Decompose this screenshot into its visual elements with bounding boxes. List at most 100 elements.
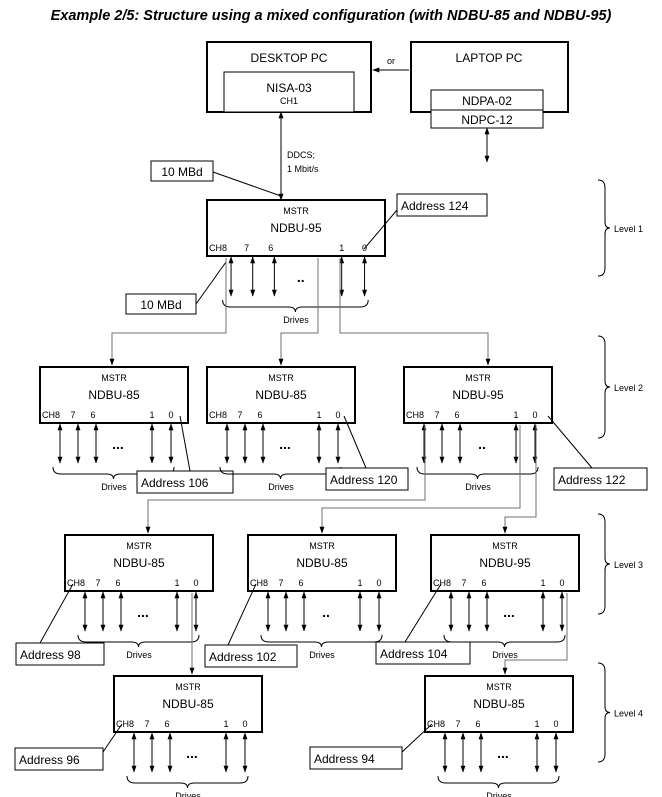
unit-u1-box xyxy=(206,199,386,257)
unit-u2c-ch6-label: 6 xyxy=(454,410,459,420)
unit-u2c-address-leader xyxy=(547,415,593,469)
unit-u3c-box xyxy=(430,534,580,592)
unit-u4b-address-box xyxy=(309,746,403,770)
unit-u3a-ch0-label: 0 xyxy=(193,578,198,588)
nisa-card-label: NISA-03 xyxy=(266,81,312,95)
unit-u1-more-drives: .. xyxy=(297,269,305,285)
unit-u2b-ch6-label: 6 xyxy=(257,410,262,420)
unit-u3b-ch7-label: 7 xyxy=(278,578,283,588)
speed-label-leader-1 xyxy=(212,171,282,197)
unit-u4a-drives-label: Drives xyxy=(175,791,201,797)
unit-u4a-address-box xyxy=(14,747,104,771)
unit-u3a-more-drives: ... xyxy=(137,604,149,620)
unit-u1-ch6-label: 6 xyxy=(268,243,273,253)
unit-u3c-ch7-label: 7 xyxy=(461,578,466,588)
unit-u2c-box xyxy=(403,366,553,424)
ndpa-card-label: NDPA-02 xyxy=(462,94,512,108)
unit-u3b-address-box xyxy=(204,644,298,668)
level-3-label: Level 3 xyxy=(614,560,643,570)
unit-u3a-ch6-label: 6 xyxy=(115,578,120,588)
unit-u2b-mstr-label: MSTR xyxy=(268,373,294,383)
unit-u3c-ch0-label: 0 xyxy=(559,578,564,588)
level-3-brace xyxy=(597,513,611,615)
level-1-label: Level 1 xyxy=(614,224,643,234)
unit-u1-ch1-label: 1 xyxy=(339,243,344,253)
unit-u2b-ch8-label: CH8 xyxy=(209,410,227,420)
unit-u2b-ch1-label: 1 xyxy=(316,410,321,420)
unit-u2c-ch8-label: CH8 xyxy=(406,410,424,420)
unit-u2a-box xyxy=(39,366,189,424)
unit-u2c-model: NDBU-95 xyxy=(452,388,504,402)
unit-u2a-mstr-label: MSTR xyxy=(101,373,127,383)
unit-u3b-address: Address 102 xyxy=(209,650,277,664)
unit-u2b-address: Address 120 xyxy=(330,473,398,487)
unit-u2b-ch0-label: 0 xyxy=(335,410,340,420)
unit-u1-model: NDBU-95 xyxy=(270,221,322,235)
unit-u4b-ch8-label: CH8 xyxy=(427,719,445,729)
unit-u4b-address: Address 94 xyxy=(314,752,375,766)
unit-u2a-ch8-label: CH8 xyxy=(42,410,60,420)
unit-u1-address-leader xyxy=(363,209,398,250)
unit-u4b-ch1-label: 1 xyxy=(534,719,539,729)
link-u3c-u4b xyxy=(502,593,568,675)
unit-u3b-drives-label: Drives xyxy=(309,650,335,660)
unit-u3c-ch1-label: 1 xyxy=(540,578,545,588)
unit-u4b-mstr-label: MSTR xyxy=(486,682,512,692)
link-u2c-u3c xyxy=(502,425,537,534)
link-u2c-u3a xyxy=(145,425,426,534)
unit-u4a-ch6-label: 6 xyxy=(164,719,169,729)
unit-u2a-more-drives: ... xyxy=(112,436,124,452)
unit-u3b-more-drives: .. xyxy=(322,604,330,620)
ndpc-card-label: NDPC-12 xyxy=(461,113,513,127)
unit-u4a-box xyxy=(113,675,263,733)
unit-u2a-model: NDBU-85 xyxy=(88,388,140,402)
unit-u3c-model: NDBU-95 xyxy=(479,556,531,570)
unit-u3b-ch8-label: CH8 xyxy=(250,578,268,588)
desktop-pc-label: DESKTOP PC xyxy=(251,51,328,65)
unit-u3b-ch6-label: 6 xyxy=(298,578,303,588)
unit-u4b-ch6-label: 6 xyxy=(475,719,480,729)
unit-u3c-ch6-label: 6 xyxy=(481,578,486,588)
unit-u3c-address-box xyxy=(375,641,471,665)
unit-u3a-ch8-label: CH8 xyxy=(67,578,85,588)
unit-u2a-address-leader xyxy=(179,415,191,472)
level-1-brace xyxy=(597,179,611,277)
unit-u3b-ch0-label: 0 xyxy=(376,578,381,588)
unit-u1-address: Address 124 xyxy=(401,199,469,213)
unit-u2a-address: Address 106 xyxy=(141,476,209,490)
unit-u4b-model: NDBU-85 xyxy=(473,697,525,711)
unit-u2a-ch6-label: 6 xyxy=(90,410,95,420)
speed-label-box-1 xyxy=(150,160,214,182)
unit-u2c-ch1-label: 1 xyxy=(513,410,518,420)
unit-u2c-ch7-label: 7 xyxy=(434,410,439,420)
unit-u3c-drives-label: Drives xyxy=(492,650,518,660)
level-2-brace xyxy=(597,335,611,439)
unit-u1-mstr-label: MSTR xyxy=(283,206,309,216)
unit-u3b-box xyxy=(247,534,397,592)
unit-u4b-ch7-label: 7 xyxy=(455,719,460,729)
unit-u3a-drives-brace xyxy=(77,634,200,648)
link-u1-u2c xyxy=(339,258,491,366)
unit-u3c-more-drives: ... xyxy=(503,604,515,620)
unit-u4a-ch0-label: 0 xyxy=(242,719,247,729)
unit-u4a-more-drives: ... xyxy=(186,745,198,761)
unit-u1-address-box xyxy=(396,193,488,217)
unit-u4a-ch1-label: 1 xyxy=(223,719,228,729)
unit-u1-ch7-label: 7 xyxy=(244,243,249,253)
unit-u3a-mstr-label: MSTR xyxy=(126,541,152,551)
ddcs-speed-label: 1 Mbit/s xyxy=(287,164,319,174)
unit-u3b-address-leader xyxy=(227,583,257,646)
unit-u2b-more-drives: ... xyxy=(279,436,291,452)
unit-u3b-model: NDBU-85 xyxy=(296,556,348,570)
unit-u4a-address-leader xyxy=(102,723,123,753)
link-u1-u2a xyxy=(109,258,227,366)
nisa-channel-label: CH1 xyxy=(280,96,298,106)
unit-u3c-address: Address 104 xyxy=(380,647,448,661)
unit-u4a-address: Address 96 xyxy=(19,753,80,767)
unit-u2c-drives-brace xyxy=(416,466,539,480)
unit-u3a-address: Address 98 xyxy=(20,648,81,662)
unit-u3c-mstr-label: MSTR xyxy=(492,541,518,551)
diagram-title: Example 2/5: Structure using a mixed con… xyxy=(50,8,612,24)
unit-u2c-mstr-label: MSTR xyxy=(465,373,491,383)
